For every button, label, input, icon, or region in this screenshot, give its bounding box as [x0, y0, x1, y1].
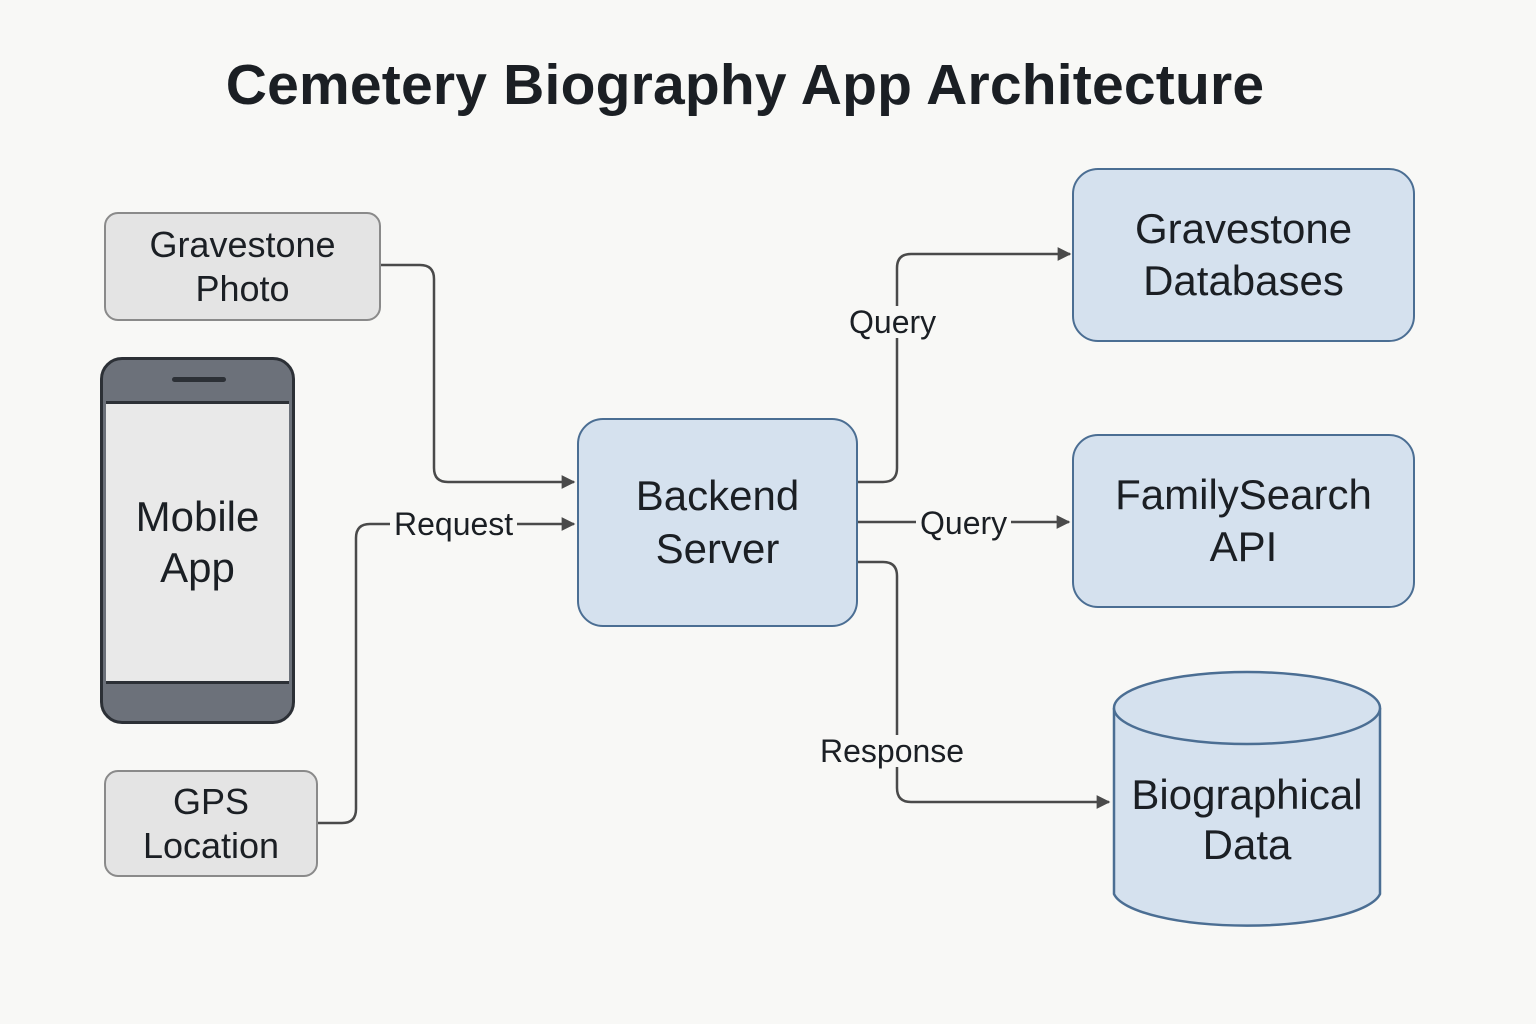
gps-location-node: GPS Location	[104, 770, 318, 877]
edge-label-query-api: Query	[916, 507, 1012, 539]
backend-server-node: Backend Server	[577, 418, 858, 627]
gravestone-databases-label: Gravestone Databases	[1134, 204, 1353, 305]
edge-label-request: Request	[390, 508, 518, 540]
familysearch-api-label: FamilySearch API	[1115, 470, 1372, 571]
mobile-app-phone: Mobile App	[100, 357, 295, 724]
familysearch-api-node: FamilySearch API	[1072, 434, 1415, 608]
connector-backend-to-databases	[858, 247, 1072, 484]
connector-photo-to-backend	[381, 263, 576, 489]
backend-server-label: Backend Server	[635, 472, 800, 572]
gravestone-databases-node: Gravestone Databases	[1072, 168, 1415, 342]
biographical-data-cylinder	[1112, 670, 1382, 927]
phone-speaker-icon	[172, 377, 226, 382]
edge-label-response: Response	[816, 735, 969, 767]
biographical-data-label: Biographical Data	[1131, 771, 1363, 869]
connector-backend-to-biodata	[858, 560, 1111, 809]
diagram-title: Cemetery Biography App Architecture	[225, 53, 1265, 117]
gravestone-photo-node: Gravestone Photo	[104, 212, 381, 321]
edge-label-query-databases: Query	[845, 306, 941, 338]
phone-screen: Mobile App	[106, 401, 289, 684]
gravestone-photo-label: Gravestone Photo	[149, 223, 336, 309]
gps-location-label: GPS Location	[142, 780, 280, 866]
connector-gps-to-backend	[318, 517, 576, 825]
mobile-app-label: Mobile App	[135, 493, 260, 591]
